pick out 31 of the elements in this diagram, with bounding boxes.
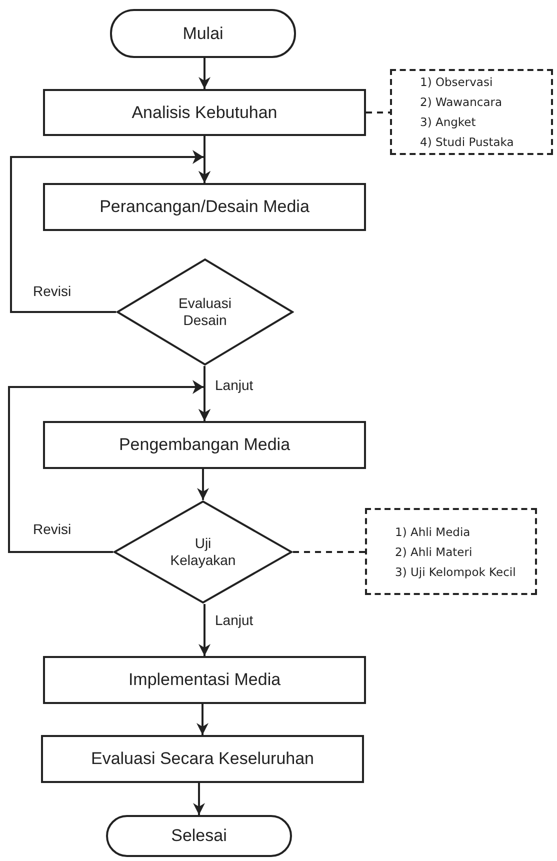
terminal-box	[110, 9, 296, 58]
edge-label: Revisi	[32, 521, 72, 537]
decision-label: Uji Kelayakan	[169, 535, 237, 569]
terminal-label: Mulai	[182, 24, 224, 44]
process-label: Analisis Kebutuhan	[132, 102, 278, 122]
list-item: 3) Angket	[420, 114, 476, 131]
list-item: 2) Wawancara	[420, 94, 502, 111]
list-item: 2) Ahli Materi	[395, 544, 472, 560]
decision-diamond	[116, 258, 294, 366]
terminal-box	[106, 815, 292, 857]
edge-label: Revisi	[32, 283, 72, 299]
note-box	[390, 69, 553, 155]
list-item: 1) Ahli Media	[395, 524, 470, 540]
process-label: Perancangan/Desain Media	[100, 197, 310, 217]
list-item: 3) Uji Kelompok Kecil	[395, 564, 516, 580]
terminal-label: Selesai	[171, 826, 227, 846]
list-item: 4) Studi Pustaka	[420, 134, 514, 151]
edge-label: Lanjut	[214, 612, 254, 628]
process-label: Pengembangan Media	[118, 435, 290, 455]
decision-diamond	[113, 500, 293, 604]
process-box	[43, 656, 366, 704]
list-item: 1) Observasi	[420, 74, 493, 91]
process-box	[43, 89, 366, 136]
process-box	[41, 735, 364, 783]
decision-label: Evaluasi Desain	[178, 295, 232, 329]
process-box	[43, 183, 366, 231]
process-box	[43, 421, 366, 469]
process-label: Implementasi Media	[128, 670, 281, 690]
note-box	[365, 508, 537, 595]
process-label: Evaluasi Secara Keseluruhan	[90, 749, 314, 769]
edge-label: Lanjut	[214, 377, 254, 393]
